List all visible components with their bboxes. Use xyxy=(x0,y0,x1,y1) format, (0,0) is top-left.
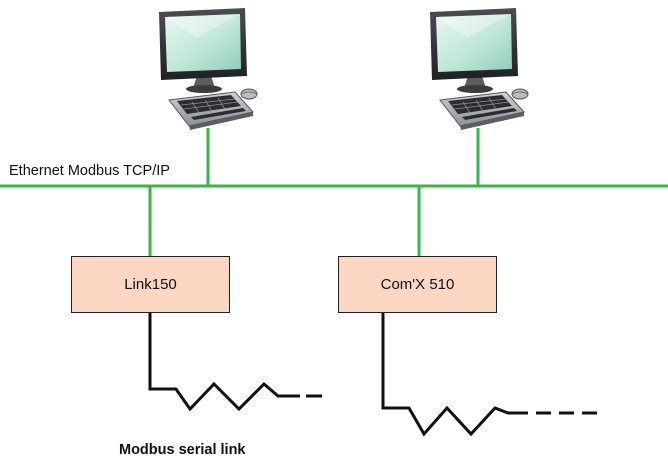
modbus-serial-link-label: Modbus serial link xyxy=(119,442,246,458)
device-link150: Link150 xyxy=(71,256,230,313)
serial-link-line xyxy=(383,313,597,434)
ethernet-network-label: Ethernet Modbus TCP/IP xyxy=(9,163,170,179)
computer-workstation-icon xyxy=(159,8,257,130)
ethernet-bus xyxy=(0,128,668,256)
computer-workstation-icon xyxy=(430,8,528,130)
device-comx-510-label: Com'X 510 xyxy=(381,276,455,293)
device-link150-label: Link150 xyxy=(124,276,177,293)
device-comx-510: Com'X 510 xyxy=(338,256,497,313)
serial-link-line xyxy=(150,313,322,409)
